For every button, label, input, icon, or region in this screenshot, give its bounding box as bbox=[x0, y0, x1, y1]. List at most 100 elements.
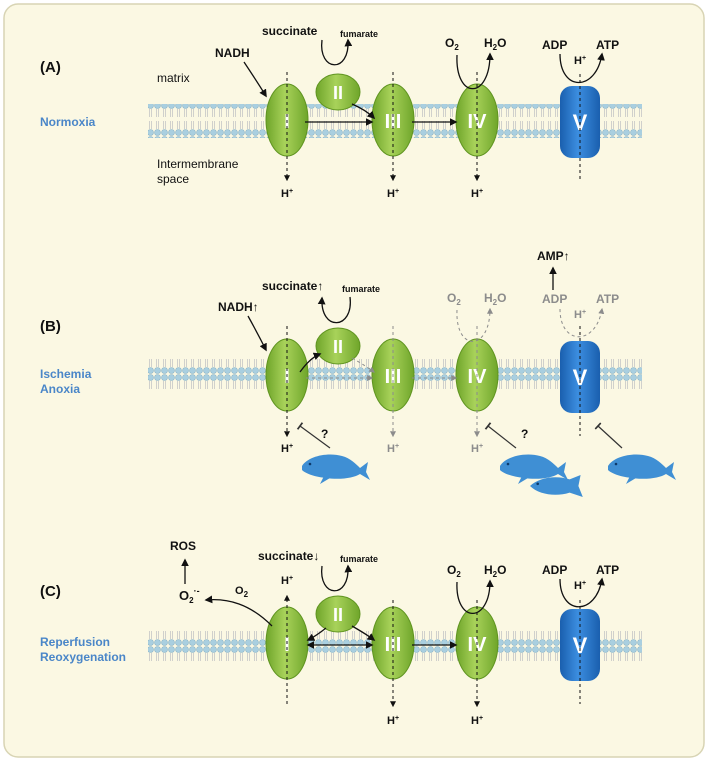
succinate-label: succinate bbox=[262, 24, 318, 38]
electron-arrow-ii-iii bbox=[351, 357, 375, 373]
o2-h2o-arrow bbox=[456, 52, 494, 90]
complex-v-label: V bbox=[573, 365, 588, 390]
panel-letter: (A) bbox=[40, 59, 61, 76]
proton-h: H bbox=[471, 188, 479, 200]
nadh-up-arrow: ↑ bbox=[253, 300, 259, 314]
o2-label: O2 bbox=[445, 36, 459, 52]
question-mark-i: ? bbox=[321, 427, 328, 441]
proton-h: H bbox=[471, 443, 479, 455]
o2-sub: 2 bbox=[456, 298, 461, 307]
proton-ims-iii: H+ bbox=[387, 443, 399, 455]
panel-c: (C) Reperfusion Reoxygenation I II III I… bbox=[40, 539, 642, 727]
h2o-h: H bbox=[484, 36, 493, 50]
h2o-h: H bbox=[484, 563, 493, 577]
o2-sub: 2 bbox=[454, 43, 459, 52]
atp-label: ATP bbox=[596, 563, 619, 577]
complex-ii-label: II bbox=[333, 337, 343, 357]
nadh-text: NADH bbox=[218, 300, 253, 314]
fumarate-label: fumarate bbox=[342, 284, 380, 294]
complex-ii bbox=[315, 73, 361, 111]
proton-ims-iv: H+ bbox=[471, 443, 483, 455]
condition-label-2: Anoxia bbox=[40, 382, 80, 396]
fumarate-label: fumarate bbox=[340, 554, 378, 564]
atp-label: ATP bbox=[596, 292, 619, 306]
proton-sup: + bbox=[395, 715, 399, 722]
proton-matrix-v: H+ bbox=[574, 580, 586, 592]
complex-i-label: I bbox=[284, 634, 290, 656]
panel-letter: (C) bbox=[40, 583, 61, 600]
proton-ims-iv: H+ bbox=[471, 188, 483, 200]
complex-ii bbox=[315, 595, 361, 633]
fumarate-succinate-arrow bbox=[317, 296, 351, 324]
proton-sup: + bbox=[289, 575, 293, 582]
proton-ims-i: H+ bbox=[281, 188, 293, 200]
h2o-sub: 2 bbox=[493, 298, 498, 307]
atp-label: ATP bbox=[596, 38, 619, 52]
proton-ims-iii: H+ bbox=[387, 188, 399, 200]
h2o-h: H bbox=[484, 291, 493, 305]
proton-h: H bbox=[574, 580, 582, 592]
proton-h: H bbox=[574, 55, 582, 67]
superoxide-sub: 2 bbox=[189, 596, 194, 605]
proton-sup: + bbox=[582, 55, 586, 62]
nadh-arrow bbox=[247, 315, 267, 352]
intermembrane-label: Intermembrane bbox=[157, 157, 239, 171]
proton-ims-iv: H+ bbox=[471, 715, 483, 727]
panel-letter: (B) bbox=[40, 318, 61, 335]
o2-o: O bbox=[235, 585, 244, 597]
condition-label-1: Ischemia bbox=[40, 367, 92, 381]
proton-sup: + bbox=[479, 443, 483, 450]
amp-label: AMP↑ bbox=[537, 249, 570, 263]
proton-sup: + bbox=[395, 443, 399, 450]
proton-matrix-v: H+ bbox=[574, 309, 586, 321]
o2-label: O2 bbox=[447, 291, 461, 307]
succinate-fumarate-arrow bbox=[321, 564, 353, 592]
h2o-o: O bbox=[497, 563, 506, 577]
proton-sup: + bbox=[582, 580, 586, 587]
panel-a: (A) matrix Normoxia Intermembrane space … bbox=[40, 24, 642, 200]
succinate-text: succinate bbox=[258, 549, 314, 563]
proton-ims-iii: H+ bbox=[387, 715, 399, 727]
succinate-label: succinate↓ bbox=[258, 549, 319, 563]
superoxide-sup: ·- bbox=[194, 586, 200, 596]
h2o-o: O bbox=[497, 291, 506, 305]
proton-ims-i: H+ bbox=[281, 443, 293, 455]
proton-sup: + bbox=[395, 188, 399, 195]
amp-text: AMP bbox=[537, 249, 564, 263]
succinate-text: succinate bbox=[262, 279, 318, 293]
adp-label: ADP bbox=[542, 563, 567, 577]
nadh-label: NADH↑ bbox=[218, 300, 259, 314]
superoxide-label: O2·- bbox=[179, 586, 200, 605]
superoxide-o: O bbox=[179, 588, 189, 603]
proton-sup: + bbox=[289, 443, 293, 450]
o2-o: O bbox=[447, 563, 456, 577]
adp-atp-arrow bbox=[559, 577, 605, 608]
o2-label: O2 bbox=[235, 585, 249, 599]
succinate-label: succinate↑ bbox=[262, 279, 323, 293]
h2o-label: H2O bbox=[484, 563, 506, 579]
o2-o: O bbox=[447, 291, 456, 305]
panel-b: (B) Ischemia Anoxia I II III IV V NADH↑ … bbox=[40, 249, 676, 497]
h2o-sub: 2 bbox=[493, 43, 498, 52]
electron-arrow-ii-iii bbox=[351, 625, 376, 641]
proton-h: H bbox=[281, 188, 289, 200]
proton-sup: + bbox=[479, 188, 483, 195]
o2-h2o-arrow bbox=[456, 579, 494, 614]
succinate-up-arrow: ↑ bbox=[317, 279, 323, 293]
electron-arrow-i-ii bbox=[299, 352, 322, 373]
fumarate-label: fumarate bbox=[340, 29, 378, 39]
o2-o: O bbox=[445, 36, 454, 50]
complex-ii bbox=[315, 327, 361, 365]
condition-label: Normoxia bbox=[40, 115, 96, 129]
condition-label-2: Reoxygenation bbox=[40, 650, 126, 664]
inhibition-complex-iv bbox=[484, 422, 517, 449]
proton-h: H bbox=[387, 188, 395, 200]
proton-matrix-v: H+ bbox=[574, 55, 586, 67]
ros-label: ROS bbox=[170, 539, 196, 553]
proton-sup: + bbox=[289, 188, 293, 195]
nadh-label: NADH bbox=[215, 46, 250, 60]
matrix-label: matrix bbox=[157, 71, 190, 85]
space-label: space bbox=[157, 172, 189, 186]
o2-sub: 2 bbox=[456, 570, 461, 579]
